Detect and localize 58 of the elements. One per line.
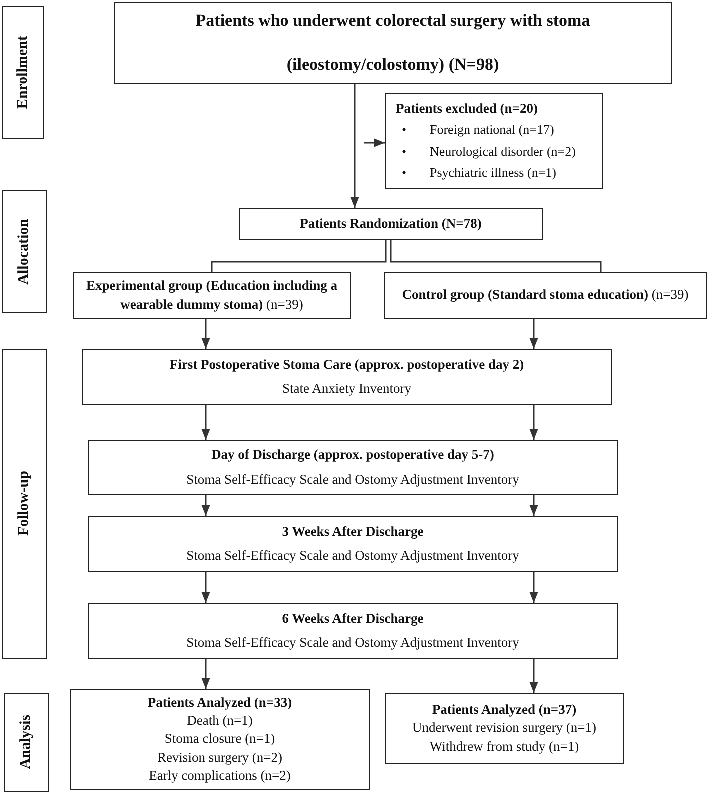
section-label: Follow-up — [16, 471, 33, 536]
arrow — [530, 495, 538, 516]
box-heading: Patients excluded (n=20) — [396, 100, 539, 118]
box-text: Early complications (n=2) — [149, 766, 291, 785]
box-heading: Control group (Standard stoma education) (n=39) — [401, 286, 690, 304]
result-box — [70, 689, 370, 790]
section-label: Enrollment — [14, 36, 32, 110]
box-text: Underwent revision surgery (n=1) — [412, 719, 596, 738]
box-heading: First Postoperative Stoma Care (approx. postoperative day 2) — [170, 356, 524, 374]
result-box — [385, 693, 624, 764]
section-label-box — [4, 693, 49, 792]
arrow — [530, 319, 538, 349]
arrow — [202, 659, 210, 689]
list-item: Foreign national (n=17) — [430, 121, 554, 140]
group-box — [73, 272, 351, 319]
arrow — [530, 572, 538, 603]
box-text: Revision surgery (n=2) — [157, 748, 283, 767]
arrow — [350, 84, 360, 208]
process-box — [239, 208, 543, 240]
process-box — [88, 440, 618, 495]
box-text: State Anxiety Inventory — [282, 380, 412, 398]
section-label-box — [2, 190, 47, 313]
bullet: • — [401, 164, 408, 182]
box-text: Death (n=1) — [187, 712, 253, 730]
box-text: Stoma Self-Efficacy Scale and Ostomy Adjustment Inventory — [186, 547, 520, 565]
exclusion-box — [385, 93, 603, 189]
process-box — [114, 2, 672, 84]
box-heading: Patients Analyzed (n=37) — [432, 701, 577, 720]
arrow — [530, 659, 538, 693]
process-box — [82, 349, 612, 405]
section-label: Analysis — [18, 715, 35, 770]
arrow — [202, 495, 210, 516]
box-heading: Experimental group (Education including a wearable dummy stoma) (n=39) — [85, 277, 339, 314]
section-label: Allocation — [16, 218, 33, 284]
box-heading: 6 Weeks After Discharge — [282, 610, 424, 628]
process-box — [88, 516, 618, 572]
box-heading: Patients Analyzed (n=33) — [148, 694, 292, 712]
list-item: Psychiatric illness (n=1) — [430, 164, 556, 182]
bullet: • — [401, 142, 408, 161]
section-label-box — [2, 6, 44, 139]
box-text: Withdrew from study (n=1) — [430, 738, 580, 756]
arrow — [202, 572, 210, 603]
arrow — [202, 405, 210, 440]
box-heading: Patients Randomization (N=78) — [300, 214, 482, 233]
section-label-box — [2, 349, 47, 659]
box-text: Stoma closure (n=1) — [164, 730, 276, 748]
box-text: Stoma Self-Efficacy Scale and Ostomy Adjustment Inventory — [186, 634, 520, 652]
group-box — [384, 272, 707, 319]
process-box — [88, 603, 618, 659]
box-heading: Day of Discharge (approx. postoperative day 5-7) — [212, 446, 494, 464]
box-text: Stoma Self-Efficacy Scale and Ostomy Adjustment Inventory — [186, 470, 520, 489]
arrow — [530, 405, 538, 440]
box-heading: 3 Weeks After Discharge — [282, 522, 424, 541]
list-item: Neurological disorder (n=2) — [430, 142, 576, 161]
bullet: • — [401, 121, 408, 140]
arrow — [364, 138, 385, 148]
box-heading: Patients who underwent colorectal surgery with stoma (ileostomy/colostomy) (N=98) — [194, 10, 592, 76]
arrow — [202, 319, 210, 349]
